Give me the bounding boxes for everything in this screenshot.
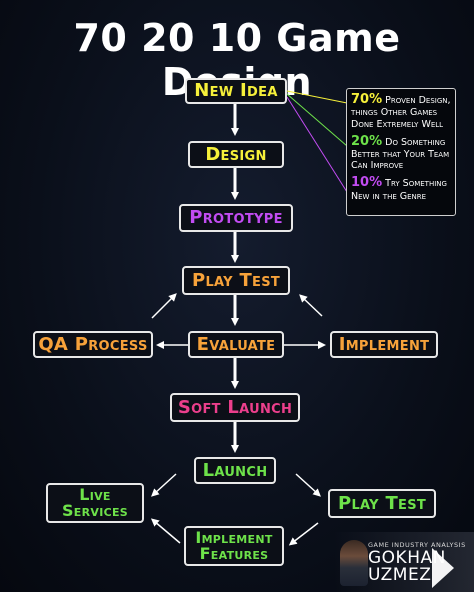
node-live-services: Live Services <box>46 483 144 523</box>
node-soft-launch: Soft Launch <box>170 393 300 422</box>
node-play-test-2: Play Test <box>328 489 436 518</box>
node-implement-features: Implement Features <box>184 526 284 566</box>
brand-name: GOKHAN UZMEZ <box>368 550 446 584</box>
node-design: Design <box>188 141 284 168</box>
node-prototype: Prototype <box>179 204 293 232</box>
arrow-implement-playtest <box>299 294 323 317</box>
arrow-launch-playtest2 <box>295 473 321 497</box>
legend-text-70: Proven Design, things Other Games Done E… <box>351 95 451 130</box>
arrow-features-live <box>150 518 181 544</box>
legend-item-20: 20% Do Something Better that Your Team C… <box>351 134 452 172</box>
legend-text-10: Try Something New in the Genre <box>351 178 447 202</box>
node-qa-process: QA Process <box>33 331 153 358</box>
legend-item-10: 10% Try Something New in the Genre <box>351 175 452 202</box>
legend-connector-70 <box>286 90 348 104</box>
node-launch: Launch <box>194 457 276 484</box>
node-implement: Implement <box>330 331 438 358</box>
author-avatar <box>340 540 368 586</box>
legend-item-70: 70% Proven Design, things Other Games Do… <box>351 92 452 130</box>
node-new-idea: New Idea <box>185 78 287 104</box>
legend-connector-10 <box>286 96 348 193</box>
legend-pct-20: 20% <box>351 133 383 149</box>
brand-name-line1: GOKHAN <box>368 548 446 568</box>
brand-name-line2: UZMEZ <box>368 565 432 585</box>
legend-connector-20 <box>286 93 348 147</box>
arrow-launch-live <box>151 473 177 497</box>
arrow-qa-playtest <box>151 293 177 319</box>
arrow-playtest2-features <box>288 522 319 546</box>
legend-text-20: Do Something Better that Your Team Can I… <box>351 136 450 172</box>
node-play-test: Play Test <box>182 266 290 295</box>
brand-subtitle: GAME INDUSTRY ANALYSIS <box>368 541 466 549</box>
brand-triangle-icon <box>432 548 454 588</box>
legend-box: 70% Proven Design, things Other Games Do… <box>346 88 456 216</box>
legend-pct-10: 10% <box>351 175 383 191</box>
legend-pct-70: 70% <box>351 92 383 107</box>
node-evaluate: Evaluate <box>188 331 284 358</box>
